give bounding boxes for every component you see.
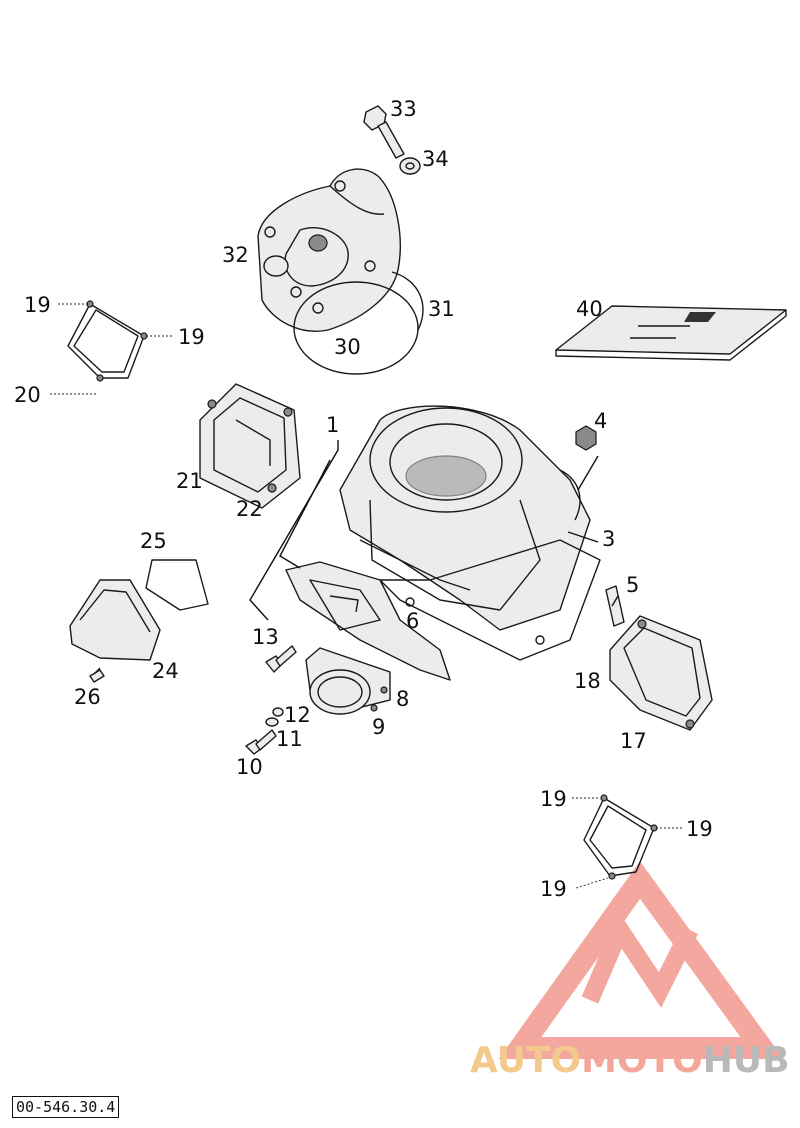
watermark-logo <box>498 861 784 1059</box>
callout-33: 33 <box>390 97 417 121</box>
callout-20: 20 <box>14 383 41 407</box>
o-ring-30 <box>293 281 419 375</box>
gasket-19-set <box>583 794 658 880</box>
leader-lines <box>50 303 682 889</box>
callout-19-bottom-b: 19 <box>686 817 713 841</box>
callout-5: 5 <box>626 573 639 597</box>
cylinder-1 <box>339 405 591 631</box>
stud-5 <box>605 585 625 627</box>
screw-10 <box>245 729 277 755</box>
callout-12: 12 <box>284 703 311 727</box>
watermark-part-auto: AUTO <box>470 1040 582 1081</box>
callout-1: 1 <box>326 413 339 437</box>
callout-19-bottom-a: 19 <box>540 787 567 811</box>
valve-cover-21 <box>199 383 301 509</box>
callout-9: 9 <box>372 715 385 739</box>
cover-24 <box>69 579 161 661</box>
callout-25: 25 <box>140 529 167 553</box>
gasket-25 <box>145 559 209 611</box>
callout-19-top-left: 19 <box>24 293 51 317</box>
screw-26 <box>89 667 105 683</box>
document-reference: 00-546.30.4 <box>12 1096 120 1118</box>
cover-17 <box>609 615 713 731</box>
watermark-part-moto: MOTO <box>581 1040 703 1081</box>
base-gasket-3 <box>379 539 601 661</box>
callout-22: 22 <box>236 497 263 521</box>
callout-labels: 1 3 4 5 6 8 9 10 11 12 13 17 18 19 19 19… <box>14 97 713 901</box>
callout-4: 4 <box>594 409 607 433</box>
gasket-20 <box>67 300 148 382</box>
manual-booklet-40 <box>555 305 787 361</box>
intake-manifold-9 <box>305 647 391 715</box>
callout-34: 34 <box>422 147 449 171</box>
callout-6: 6 <box>406 609 419 633</box>
callout-21: 21 <box>176 469 203 493</box>
watermark-part-hub: HUB <box>702 1040 790 1081</box>
callout-3: 3 <box>602 527 615 551</box>
washer-34 <box>399 157 421 175</box>
washer-11 <box>265 717 279 727</box>
intake-flange-6 <box>285 561 451 681</box>
o-ring-31 <box>391 271 424 331</box>
callout-31: 31 <box>428 297 455 321</box>
callout-19-top-right: 19 <box>178 325 205 349</box>
callout-19-bottom-c: 19 <box>540 877 567 901</box>
callout-8: 8 <box>396 687 409 711</box>
callout-32: 32 <box>222 243 249 267</box>
callout-30: 30 <box>334 335 361 359</box>
callout-17: 17 <box>620 729 647 753</box>
callout-10: 10 <box>236 755 263 779</box>
callout-26: 26 <box>74 685 101 709</box>
nut-4 <box>575 425 597 451</box>
callout-24: 24 <box>152 659 179 683</box>
callout-13: 13 <box>252 625 279 649</box>
cylinder-head-32 <box>257 168 401 332</box>
washer-12 <box>272 707 284 717</box>
callout-40: 40 <box>576 297 603 321</box>
watermark-wordmark: AUTOMOTOHUB <box>470 1040 790 1081</box>
screw-13 <box>265 645 297 673</box>
callout-18: 18 <box>574 669 601 693</box>
bolt-33 <box>363 105 405 159</box>
callout-11: 11 <box>276 727 303 751</box>
